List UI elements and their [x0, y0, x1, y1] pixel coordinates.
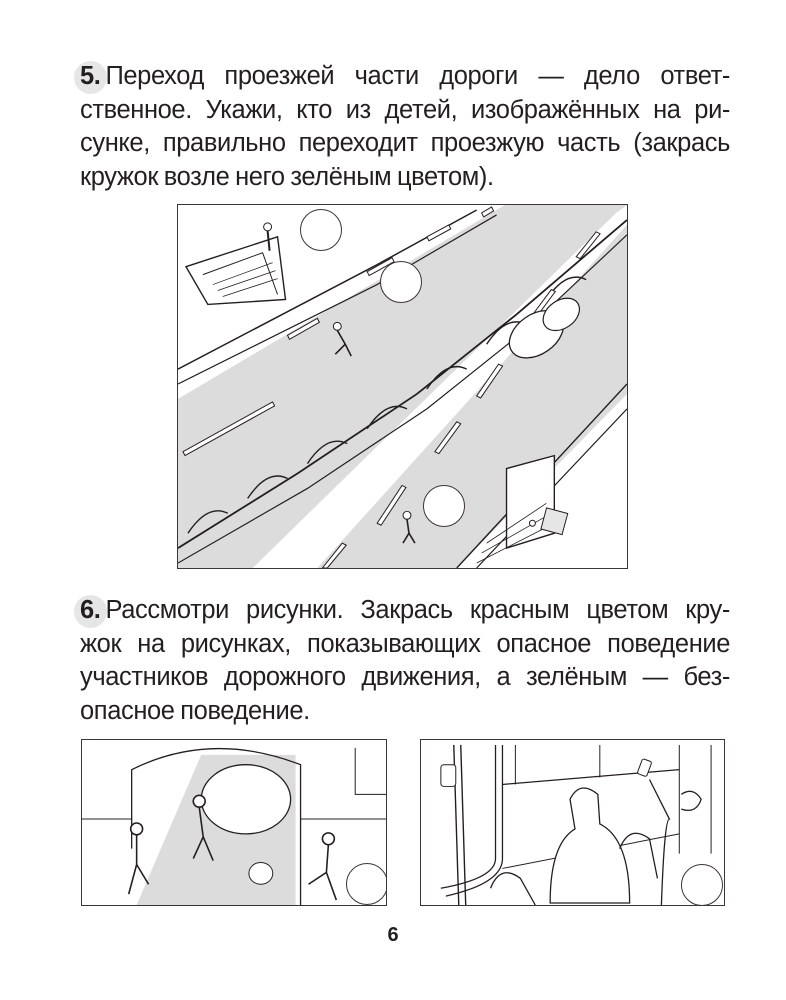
answer-circle-boy-bus[interactable] [681, 864, 723, 905]
answer-circle-kids-ball[interactable] [346, 863, 386, 905]
bus-interior-drawing [440, 744, 712, 905]
page-number: 6 [387, 924, 399, 946]
boy-in-bus-illustration [420, 739, 725, 906]
task-6-text: 6.Рассмотри рисунки. Закрась красным цве… [73, 594, 730, 728]
task-6-line-4: опасное поведение. [80, 696, 310, 725]
task-5-line-3: сунке, правильно переходит проезжую част… [80, 129, 730, 157]
task-5-line-4: кружок возле него зелёным цветом). [80, 162, 494, 191]
answer-circle-child-fence[interactable] [380, 261, 422, 303]
answer-circle-child-road[interactable] [423, 485, 465, 527]
task-6-line-3: участников дорожного движения, а зелёным… [80, 663, 730, 691]
road-scene-drawing [178, 205, 627, 568]
road-crossing-illustration [177, 204, 628, 569]
task-6-line-1: 6.Рассмотри рисунки. Закрась красным цве… [73, 594, 730, 628]
task-number-badge: 6. [73, 594, 108, 628]
task-5-text: 5.Переход проезжей части дороги — дело о… [73, 60, 730, 194]
answer-circle-child-stairs[interactable] [300, 209, 342, 251]
kids-playing-ball-illustration [81, 739, 387, 906]
task-6-line-2: жок на рисунках, показывающих опасное по… [80, 629, 730, 658]
kids-ball-drawing [82, 747, 386, 905]
task-5-line-1: 5.Переход проезжей части дороги — дело о… [73, 60, 730, 94]
task-number-badge: 5. [73, 60, 108, 94]
task-5-line-2: ственное. Укажи, кто из детей, изображён… [80, 95, 730, 124]
